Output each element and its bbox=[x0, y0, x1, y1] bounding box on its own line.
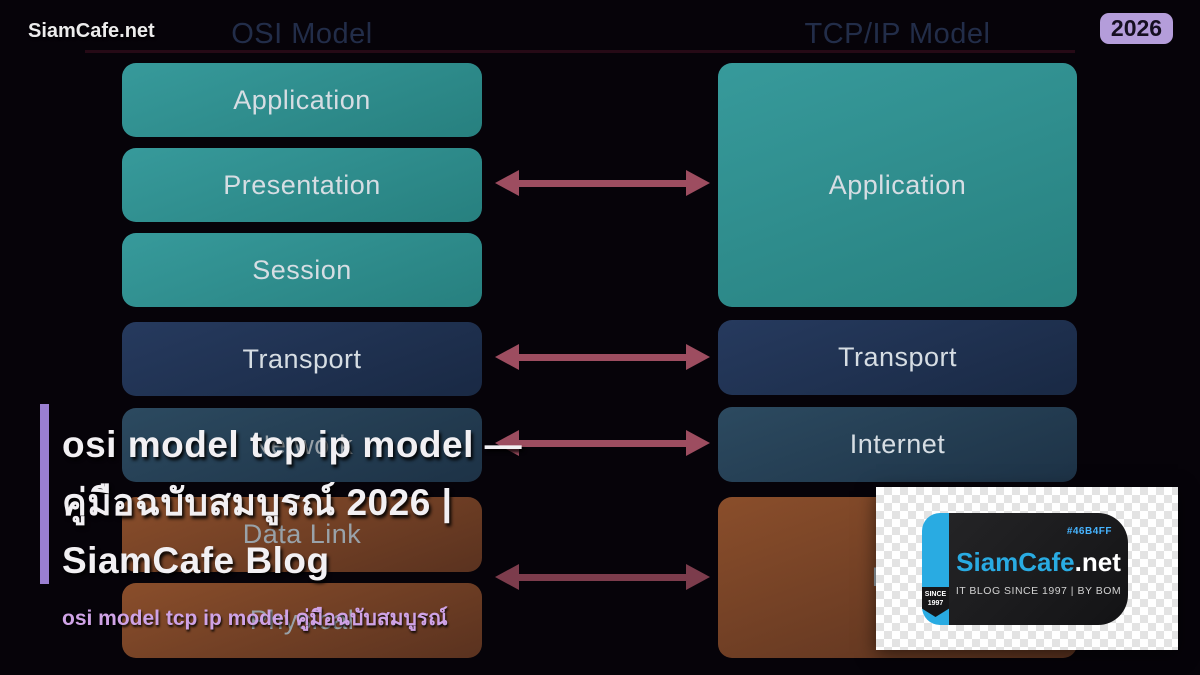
arrow-shaft bbox=[511, 574, 694, 581]
osi-model-heading: OSI Model bbox=[231, 18, 373, 50]
ribbon-line-1: SINCE bbox=[924, 591, 947, 598]
arrow-right-head bbox=[686, 170, 710, 196]
arrow-right-head bbox=[686, 564, 710, 590]
brand-suffix: .net bbox=[1074, 547, 1121, 577]
tcpip-layer-application: Application bbox=[718, 63, 1077, 307]
osi-layer-data-link: Data Link bbox=[122, 497, 482, 572]
logo-card: SINCE 1997 #46B4FF SiamCafe.net IT BLOG … bbox=[876, 487, 1178, 650]
page-title: osi model tcp ip model — คู่มือฉบับสมบูร… bbox=[62, 416, 702, 590]
osi-layer-physical: Physical bbox=[122, 583, 482, 658]
osi-layer-transport: Transport bbox=[122, 322, 482, 396]
logo-blue-stripe: SINCE 1997 bbox=[922, 513, 949, 625]
year-badge: 2026 bbox=[1100, 13, 1173, 44]
osi-layer-application: Application bbox=[122, 63, 482, 137]
logo-tagline: IT BLOG SINCE 1997 | BY BOM bbox=[955, 585, 1122, 597]
title-line-3: SiamCafe Blog bbox=[62, 540, 330, 581]
title-line-2: คู่มือฉบับสมบูรณ์ 2026 | bbox=[62, 482, 453, 523]
osi-layer-session: Session bbox=[122, 233, 482, 307]
page-subtitle: osi model tcp ip model คู่มือฉบับสมบูรณ์ bbox=[62, 607, 448, 630]
tcpip-layer-internet: Internet bbox=[718, 407, 1077, 482]
osi-layer-presentation: Presentation bbox=[122, 148, 482, 222]
arrow-shaft bbox=[511, 354, 694, 361]
bidirectional-arrow-icon bbox=[495, 430, 710, 456]
title-line-1: osi model tcp ip model — bbox=[62, 424, 523, 465]
tcpip-model-heading: TCP/IP Model bbox=[804, 18, 991, 50]
logo-black-panel: #46B4FF SiamCafe.net IT BLOG SINCE 1997 … bbox=[949, 513, 1128, 625]
arrow-shaft bbox=[511, 180, 694, 187]
brand-name: SiamCafe bbox=[956, 547, 1075, 577]
bidirectional-arrow-icon bbox=[495, 564, 710, 590]
arrow-right-head bbox=[686, 344, 710, 370]
logo-hex-code: #46B4FF bbox=[1066, 526, 1112, 537]
osi-layer-network: Network bbox=[122, 408, 482, 482]
logo-brand-text: SiamCafe.net bbox=[949, 547, 1128, 578]
since-1997-ribbon: SINCE 1997 bbox=[922, 587, 949, 617]
title-accent-bar bbox=[40, 404, 49, 584]
bidirectional-arrow-icon bbox=[495, 344, 710, 370]
arrow-shaft bbox=[511, 440, 694, 447]
header-divider bbox=[85, 50, 1075, 53]
ribbon-line-2: 1997 bbox=[927, 600, 944, 607]
tcpip-layer-transport: Transport bbox=[718, 320, 1077, 395]
siamcafe-logo: SINCE 1997 #46B4FF SiamCafe.net IT BLOG … bbox=[922, 513, 1128, 625]
watermark-text: SiamCafe.net bbox=[28, 20, 155, 42]
bidirectional-arrow-icon bbox=[495, 170, 710, 196]
arrow-right-head bbox=[686, 430, 710, 456]
